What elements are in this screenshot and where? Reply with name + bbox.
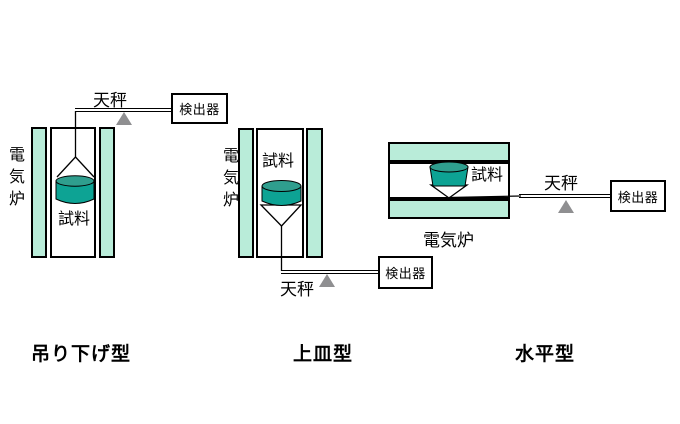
suspension-type-title: 吊り下げ型 xyxy=(31,343,132,365)
suspension-furnace-label: 電気炉 xyxy=(6,146,25,212)
toppan-balance-label: 天秤 xyxy=(280,280,314,300)
toppan-sample-label: 試料 xyxy=(262,151,295,170)
suspension-balance-beam xyxy=(75,108,171,112)
toppan-fulcrum-triangle-icon xyxy=(319,274,335,287)
suspension-furnace-right-wall xyxy=(99,127,115,258)
suspension-detector-label: 検出器 xyxy=(179,103,220,118)
horizontal-balance-label: 天秤 xyxy=(544,174,578,194)
horizontal-detector-label: 検出器 xyxy=(617,190,659,206)
suspension-fulcrum-triangle-icon xyxy=(116,112,132,125)
suspension-balance-label: 天秤 xyxy=(93,91,127,111)
toppan-furnace-left-wall xyxy=(238,128,254,258)
toppan-detector-box: 検出器 xyxy=(378,256,433,289)
horizontal-furnace-bottom-wall xyxy=(390,197,508,217)
toppan-type-title: 上皿型 xyxy=(293,343,354,365)
horizontal-furnace xyxy=(388,142,510,219)
suspension-sample-label: 試料 xyxy=(58,209,91,228)
horizontal-balance-beam xyxy=(519,194,610,198)
horizontal-type-title: 水平型 xyxy=(515,343,576,365)
toppan-furnace-label: 電気炉 xyxy=(220,147,239,213)
horizontal-fulcrum-triangle-icon xyxy=(558,200,574,213)
suspension-detector-box: 検出器 xyxy=(171,93,228,124)
suspension-furnace-tube xyxy=(50,127,96,258)
horizontal-furnace-label: 電気炉 xyxy=(423,231,474,251)
toppan-furnace-right-wall xyxy=(306,128,323,258)
toppan-balance-beam xyxy=(281,270,378,274)
horizontal-detector-box: 検出器 xyxy=(610,180,666,212)
horizontal-sample-label: 試料 xyxy=(471,165,504,184)
toppan-detector-label: 検出器 xyxy=(385,267,426,282)
suspension-furnace-left-wall xyxy=(31,127,47,258)
